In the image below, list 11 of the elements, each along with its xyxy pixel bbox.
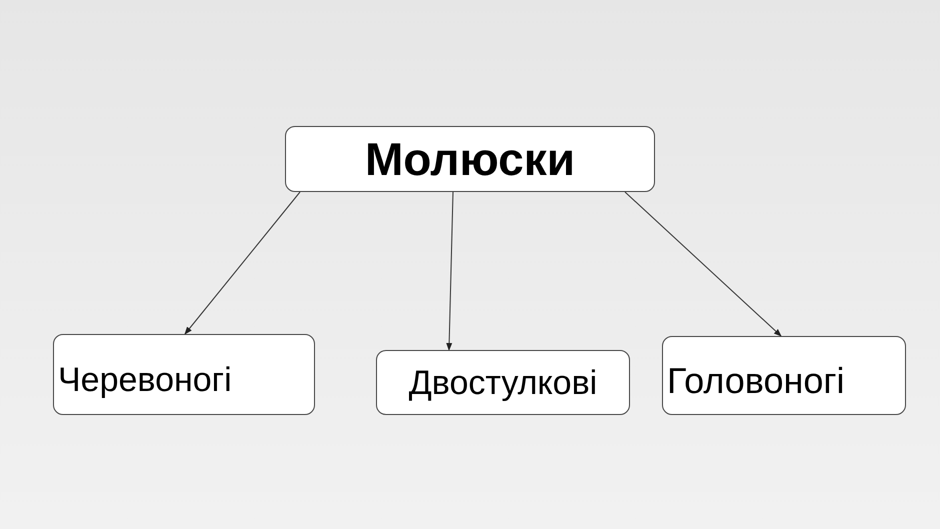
category-box (662, 336, 906, 415)
arrow (184, 192, 300, 335)
arrow (446, 192, 454, 351)
category-box (53, 334, 315, 415)
category-box (285, 126, 655, 192)
arrow (624, 192, 782, 337)
box-label: Головоногі (666, 362, 846, 398)
box-label: Двостулкові (408, 366, 598, 400)
category-box (376, 350, 630, 415)
box-label: Черевоногі (57, 362, 233, 396)
box-label: Молюски (364, 136, 576, 182)
